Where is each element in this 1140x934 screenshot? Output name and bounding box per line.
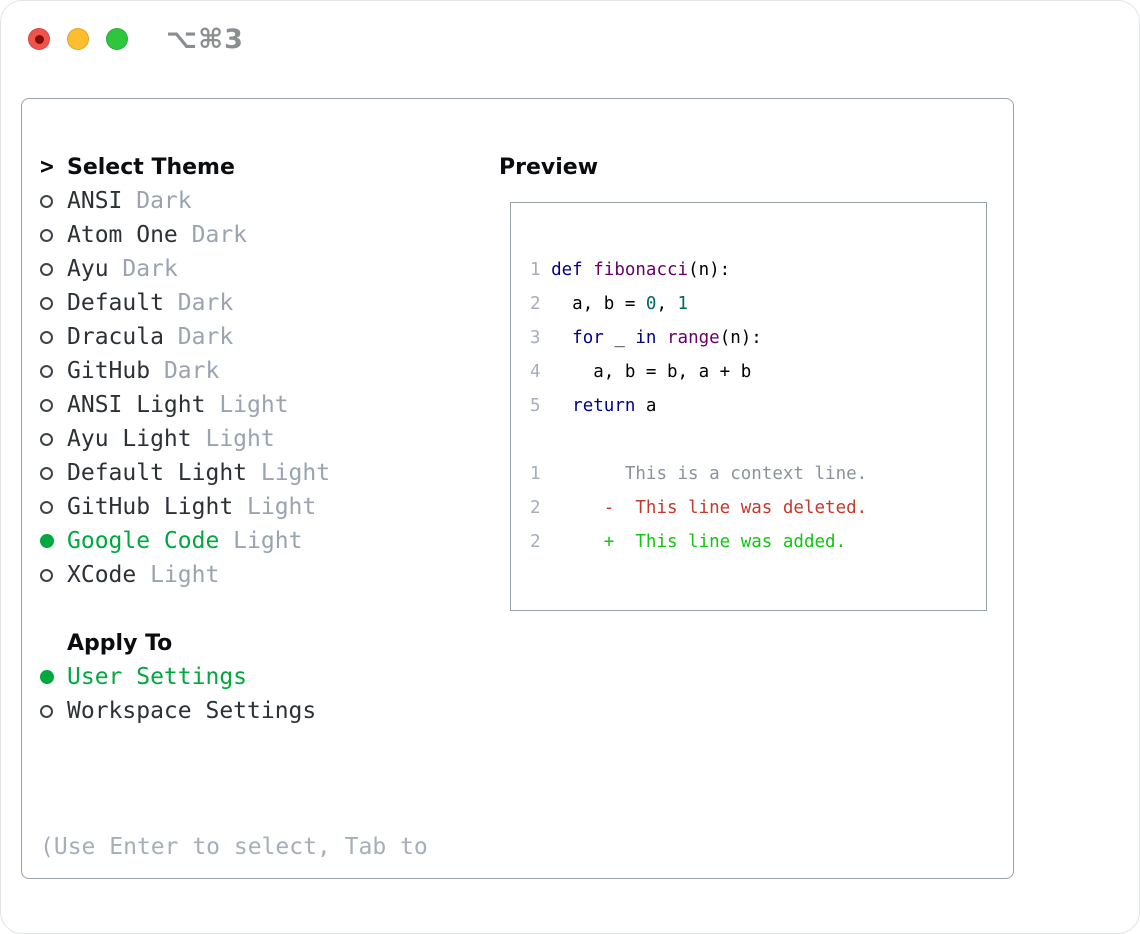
line-number: 2 [530, 294, 541, 314]
radio-icon [40, 704, 53, 718]
preview-line: 3 for _ in range(n): [530, 328, 762, 348]
preview-line: 2 + This line was added. [530, 532, 847, 552]
spacer [40, 592, 490, 626]
apply-to-header: Apply To [40, 626, 490, 660]
apply-to-label: Apply To [67, 630, 173, 656]
apply-option-user-settings[interactable]: User Settings [40, 660, 490, 694]
line-number: 5 [530, 396, 541, 416]
radio-icon [40, 466, 53, 480]
radio-icon [40, 330, 53, 344]
hint-line-1: (Use Enter to select, Tab to [40, 834, 428, 860]
preview-line: 5 return a [530, 396, 657, 416]
titlebar: ⌥⌘3 [1, 1, 1139, 77]
traffic-lights [28, 28, 128, 50]
theme-name: ANSI Light [67, 392, 206, 418]
theme-option-default-light-light[interactable]: Default Light Light [40, 456, 490, 490]
theme-name: Default [67, 290, 164, 316]
theme-variant: Light [233, 494, 317, 520]
theme-variant: Dark [163, 290, 234, 316]
line-number: 2 [530, 532, 541, 552]
line-number: 1 [530, 260, 541, 280]
theme-name: Default Light [67, 460, 248, 486]
preview-line: 2 a, b = 0, 1 [530, 294, 689, 314]
theme-option-default-dark[interactable]: Default Dark [40, 286, 490, 320]
apply-option-label: User Settings [67, 664, 248, 690]
radio-selected-icon [40, 670, 54, 684]
line-number: 4 [530, 362, 541, 382]
spacer [40, 728, 490, 762]
radio-icon [40, 194, 53, 208]
focus-cursor: > [40, 154, 54, 180]
preview-line: 4 a, b = b, a + b [530, 362, 752, 382]
window-title: ⌥⌘3 [166, 23, 244, 55]
radio-icon [40, 398, 53, 412]
theme-variant: Dark [122, 188, 192, 214]
theme-variant: Dark [163, 324, 234, 350]
theme-option-ayu-dark[interactable]: Ayu Dark [40, 252, 490, 286]
select-theme-label: Select Theme [67, 154, 235, 180]
theme-option-ansi-light-light[interactable]: ANSI Light Light [40, 388, 490, 422]
theme-variant: Dark [108, 256, 178, 282]
theme-option-ayu-light-light[interactable]: Ayu Light Light [40, 422, 490, 456]
line-number: 2 [530, 498, 541, 518]
apply-option-workspace-settings[interactable]: Workspace Settings [40, 694, 490, 728]
theme-option-google-code-light[interactable]: Google Code Light [40, 524, 490, 558]
radio-icon [40, 568, 53, 582]
theme-variant: Light [219, 528, 303, 554]
theme-variant: Dark [177, 222, 248, 248]
theme-name: Atom One [67, 222, 178, 248]
theme-name: GitHub [67, 358, 151, 384]
preview-line: 2 - This line was deleted. [530, 498, 868, 518]
theme-variant: Light [136, 562, 220, 588]
radio-icon [40, 364, 53, 378]
radio-icon [40, 262, 53, 276]
theme-option-github-light-light[interactable]: GitHub Light Light [40, 490, 490, 524]
apply-option-label: Workspace Settings [67, 698, 317, 724]
theme-option-xcode-light[interactable]: XCode Light [40, 558, 490, 592]
radio-icon [40, 432, 53, 446]
preview-label: Preview [499, 154, 599, 180]
theme-variant: Light [247, 460, 331, 486]
theme-name: Ayu [67, 256, 109, 282]
hint-text: (Use Enter to select, Tab to change focu… [40, 762, 490, 933]
radio-icon [40, 500, 53, 514]
radio-icon [40, 228, 53, 242]
select-theme-header: > Select Theme [40, 150, 490, 184]
theme-name: Google Code [67, 528, 220, 554]
theme-name: GitHub Light [67, 494, 234, 520]
theme-name: Dracula [67, 324, 164, 350]
theme-option-ansi-dark[interactable]: ANSI Dark [40, 184, 490, 218]
line-number: 1 [530, 464, 541, 484]
preview-line: 1 def fibonacci(n): [530, 260, 731, 280]
preview-line [530, 423, 986, 457]
radio-selected-icon [40, 534, 54, 548]
preview-line: 1 This is a context line. [530, 464, 868, 484]
theme-variant: Light [205, 392, 289, 418]
theme-name: XCode [67, 562, 137, 588]
theme-variant: Dark [150, 358, 220, 384]
theme-option-dracula-dark[interactable]: Dracula Dark [40, 320, 490, 354]
theme-name: Ayu Light [67, 426, 192, 452]
preview-box: 1 def fibonacci(n): 2 a, b = 0, 1 3 for _ … [510, 202, 987, 611]
preview-code: 1 def fibonacci(n): 2 a, b = 0, 1 3 for _ … [511, 203, 986, 559]
radio-icon [40, 296, 53, 310]
theme-name: ANSI [67, 188, 123, 214]
theme-option-github-dark[interactable]: GitHub Dark [40, 354, 490, 388]
theme-option-atom-one-dark[interactable]: Atom One Dark [40, 218, 490, 252]
close-button[interactable] [28, 28, 50, 50]
theme-variant: Light [191, 426, 275, 452]
minimize-button[interactable] [67, 28, 89, 50]
line-number: 3 [530, 328, 541, 348]
zoom-button[interactable] [106, 28, 128, 50]
close-dot-icon [34, 34, 44, 44]
